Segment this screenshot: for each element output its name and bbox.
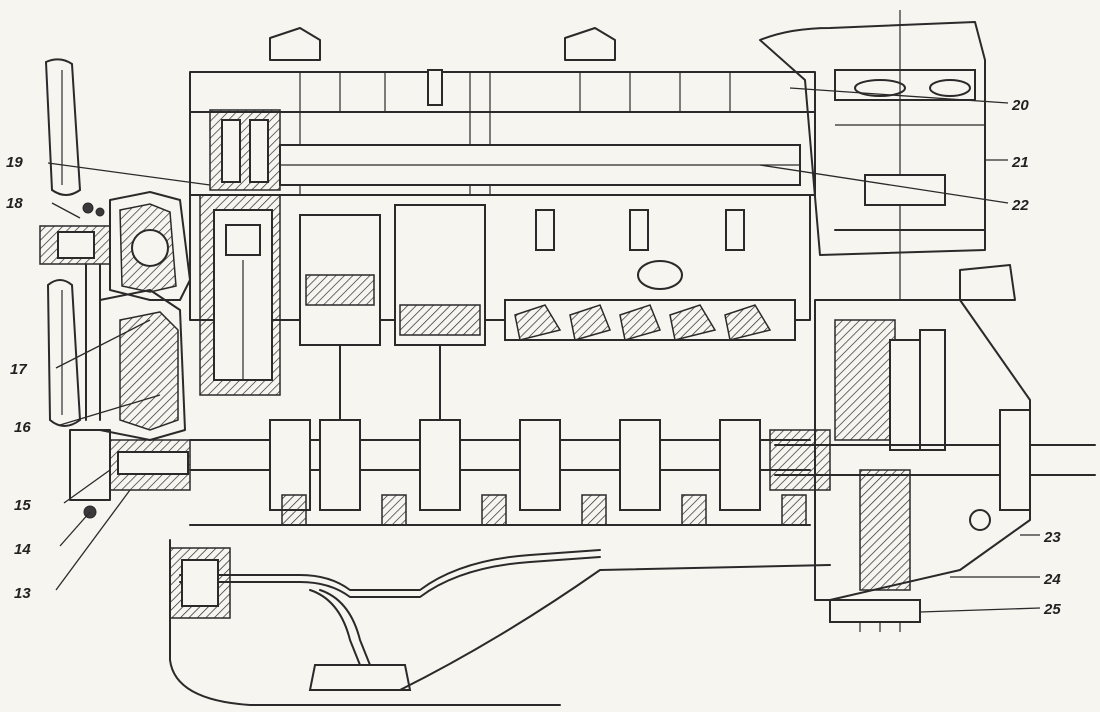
callout-17: 17 [10, 361, 27, 378]
callout-16: 16 [14, 419, 31, 436]
callout-19: 19 [6, 154, 23, 171]
propeller-blade [44, 58, 82, 427]
callout-14: 14 [14, 541, 31, 558]
callout-22: 22 [1011, 197, 1029, 214]
callout-24: 24 [1043, 571, 1061, 588]
camshaft [504, 299, 796, 341]
crankcase [189, 27, 816, 321]
crankshaft [189, 419, 811, 526]
callout-leaders [47, 87, 1041, 613]
oil-lines [169, 539, 831, 706]
callout-18: 18 [6, 195, 23, 212]
callout-20: 20 [1011, 97, 1029, 114]
callout-25: 25 [1043, 601, 1061, 618]
rear-drive-gearbox [769, 264, 1096, 632]
callout-labels: 13 14 15 16 17 18 19 20 21 22 23 24 25 [6, 97, 1061, 618]
front-drive-shaft [69, 264, 191, 519]
cylinder-bank [199, 194, 486, 511]
callout-23: 23 [1043, 529, 1061, 546]
callout-21: 21 [1011, 154, 1029, 171]
supercharger-housing [759, 10, 986, 300]
callout-13: 13 [14, 585, 31, 602]
callout-15: 15 [14, 497, 31, 514]
front-hub-assembly [39, 191, 191, 301]
